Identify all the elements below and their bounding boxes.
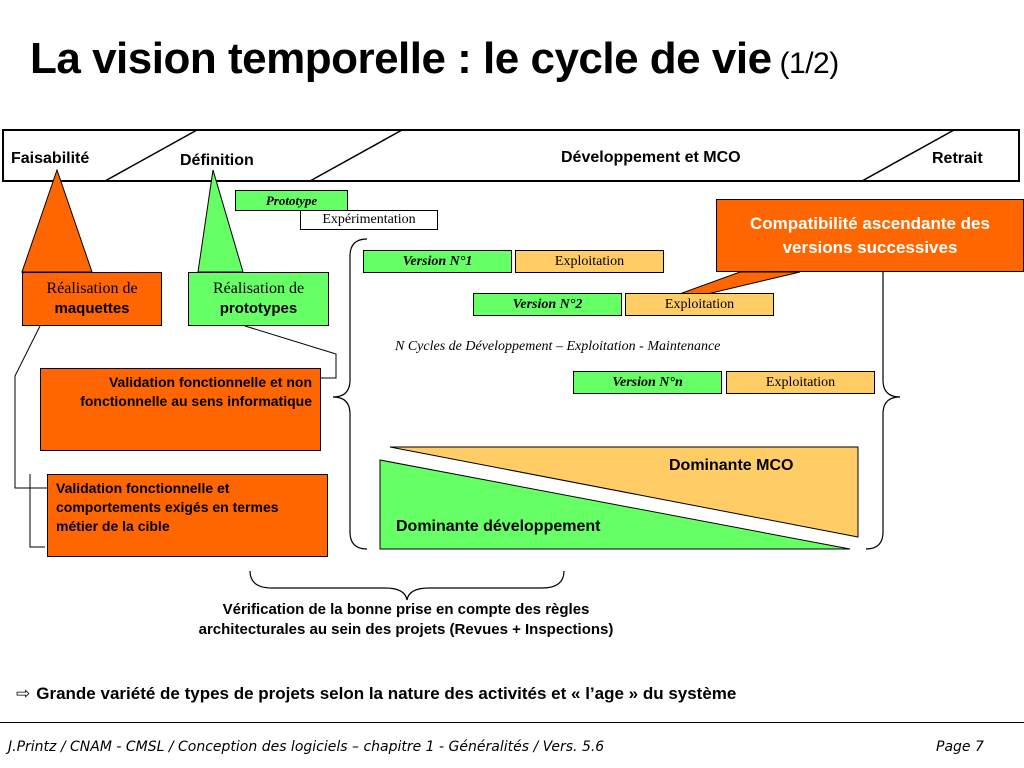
phase-band xyxy=(2,129,1020,182)
validation-metier-box: Validation fonctionnelle et comportement… xyxy=(47,474,328,557)
dominante-developpement-label: Dominante développement xyxy=(396,518,601,535)
version-2-box: Version N°2 xyxy=(473,293,622,316)
exploitation-n-box: Exploitation xyxy=(726,371,875,394)
compatibility-text: Compatibilité ascendante des versions su… xyxy=(750,213,990,257)
phase-divider-2 xyxy=(309,129,403,182)
version-n-label: Version N°n xyxy=(612,374,683,390)
dominante-developpement-area xyxy=(379,459,851,550)
phase-retrait: Retrait xyxy=(932,150,983,167)
prototype-box: Prototype xyxy=(235,190,348,211)
footer-left: J.Printz / CNAM - CMSL / Conception des … xyxy=(8,739,605,755)
phase-divider-3 xyxy=(861,129,955,182)
metier-connector xyxy=(29,474,45,548)
realisation-prototypes-line2: prototypes xyxy=(219,300,298,317)
bullet-line: ⇨ Grande variété de types de projets selo… xyxy=(16,684,736,704)
arrow-right-outline-icon: ⇨ xyxy=(16,684,31,704)
footer-divider xyxy=(0,722,1024,723)
experimentation-box: Expérimentation xyxy=(300,210,438,230)
realisation-maquettes-line1: Réalisation de xyxy=(46,280,138,297)
cycle-right-brace xyxy=(865,238,901,550)
compatibility-box: Compatibilité ascendante des versions su… xyxy=(716,199,1024,272)
cycles-label: N Cycles de Développement – Exploitation… xyxy=(395,339,721,354)
verification-line1: Vérification de la bonne prise en compte… xyxy=(222,601,590,618)
version-n-box: Version N°n xyxy=(573,371,722,394)
slide-title: La vision temporelle : le cycle de vie(1… xyxy=(30,34,839,84)
version-1-box: Version N°1 xyxy=(363,250,512,273)
maquettes-connector xyxy=(14,325,47,489)
dominante-mco-area xyxy=(389,446,859,538)
validation-fonctionnelle-box: Validation fonctionnelle et non fonction… xyxy=(40,368,321,451)
maquettes-callout-pointer xyxy=(21,168,93,273)
exploitation-2-label: Exploitation xyxy=(664,296,735,312)
verification-line2: architecturales au sein des projets (Rev… xyxy=(198,621,614,638)
exploitation-1-box: Exploitation xyxy=(515,250,664,273)
prototypes-callout-pointer xyxy=(197,169,244,273)
exploitation-1-label: Exploitation xyxy=(554,253,625,269)
slide-title-text: La vision temporelle : le cycle de vie xyxy=(30,34,772,83)
realisation-maquettes-line2: maquettes xyxy=(54,300,130,317)
dominante-mco-label: Dominante MCO xyxy=(669,457,794,474)
realisation-prototypes-line1: Réalisation de xyxy=(212,280,305,297)
realisation-maquettes-box: Réalisation de maquettes xyxy=(22,272,162,326)
exploitation-2-box: Exploitation xyxy=(625,293,774,316)
prototypes-connector xyxy=(244,325,337,379)
prototype-label: Prototype xyxy=(265,192,318,208)
verification-text: Vérification de la bonne prise en compte… xyxy=(110,600,702,640)
phase-faisabilite: Faisabilité xyxy=(11,150,90,167)
version-1-label: Version N°1 xyxy=(402,253,473,269)
version-2-label: Version N°2 xyxy=(512,296,583,312)
slide-title-suffix: (1/2) xyxy=(779,47,840,80)
experimentation-label: Expérimentation xyxy=(322,212,416,227)
verification-brace xyxy=(249,570,565,601)
validation-fonctionnelle-text: Validation fonctionnelle et non fonction… xyxy=(80,374,312,409)
exploitation-n-label: Exploitation xyxy=(765,374,836,390)
phase-definition: Définition xyxy=(180,152,254,169)
validation-metier-text: Validation fonctionnelle et comportement… xyxy=(56,480,279,534)
footer-page-number: Page 7 xyxy=(936,739,984,755)
cycle-left-brace xyxy=(332,238,368,550)
phase-developpement-mco: Développement et MCO xyxy=(561,149,741,166)
bullet-text: Grande variété de types de projets selon… xyxy=(36,684,737,703)
realisation-prototypes-box: Réalisation de prototypes xyxy=(188,272,329,326)
phase-divider-1 xyxy=(104,129,198,182)
